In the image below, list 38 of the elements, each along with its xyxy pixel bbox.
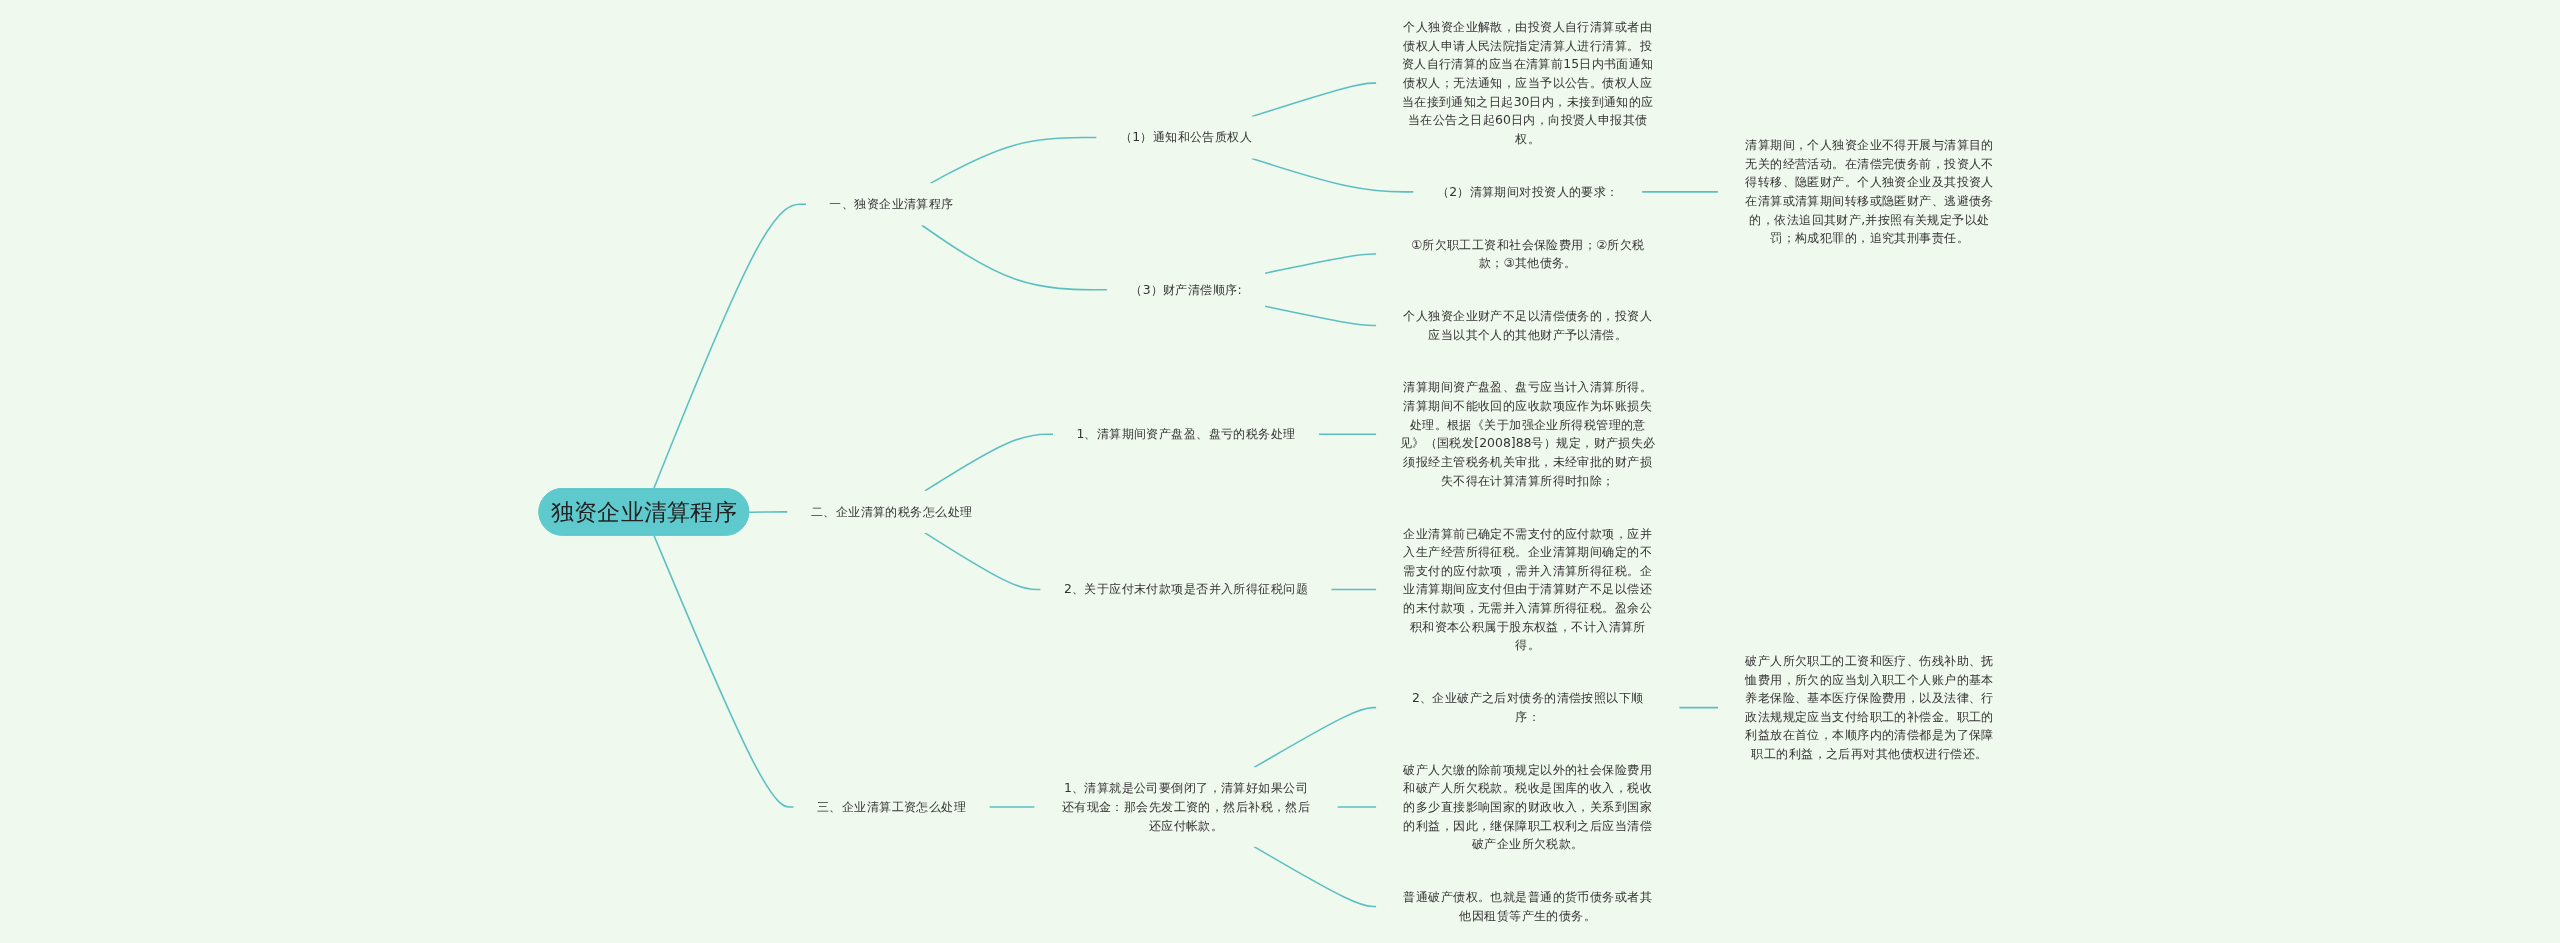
connector bbox=[924, 532, 1042, 591]
connector bbox=[1251, 157, 1415, 193]
connector bbox=[1678, 706, 1719, 709]
connector bbox=[1336, 806, 1378, 808]
node-text: 2、企业破产之后对债务的清偿按照以下顺序： bbox=[1411, 690, 1644, 724]
connector bbox=[1251, 82, 1378, 118]
connector bbox=[1264, 253, 1378, 274]
node-text: 2、关于应付末付款项是否并入所得征税问题 bbox=[1063, 581, 1309, 597]
node-text: 破产人欠缴的除前项规定以外的社会保险费用和破产人所欠税款。税收是国库的收入，税收的多少直接影响国家的财政收入，关系到国家的利益，因此，继保障职工权利之后应当清偿破产企业所欠税款。 bbox=[1403, 762, 1653, 852]
node-text: 企业清算前已确定不需支付的应付款项，应并入生产经营所得征税。企业清算期间确定的不需支付的应付款项，需并入清算所得征税。企业清算期间应支付但由于清算财产不足以偿还的末付款项，无需并入清算所得征税。盈余公积和资本公积属于股东权益，不计入清算所得。 bbox=[1403, 525, 1653, 653]
node-text: 一、独资企业清算程序 bbox=[829, 196, 954, 212]
connector bbox=[924, 433, 1054, 492]
node-text: 三、企业清算工资怎么处理 bbox=[817, 799, 967, 815]
connector bbox=[929, 136, 1098, 185]
connector bbox=[988, 806, 1036, 808]
node-text: ①所欠职工工资和社会保险费用；②所欠税款；③其他债务。 bbox=[1411, 236, 1645, 271]
node-text: 破产人所欠职工的工资和医疗、伤残补助、抚恤费用，所欠的应当划入职工个人账户的基本养老保险、基本医疗保险费用，以及法律、行政法规规定应当支付给职工的补偿金。职工的利益放在首位，本顺序内的清偿都是为了保障职工的利益，之后再对其他债权进行偿还。 bbox=[1745, 653, 1994, 762]
connector bbox=[1253, 845, 1378, 908]
node-text: 清算期间，个人独资企业不得开展与清算目的无关的经营活动。在清偿完债务前，投资人不得转移、隐匿财产。个人独资企业及其投资人在清算或清算期间转移或隐匿财产、逃避债务的，依法追回其财产,并按照有关规定予以处罚；构成犯罪的，追究其刑事责任。 bbox=[1745, 137, 1994, 246]
connector bbox=[1641, 191, 1719, 193]
connector bbox=[748, 511, 789, 514]
connector bbox=[1330, 588, 1378, 591]
connector bbox=[652, 203, 807, 490]
node-text: 个人独资企业财产不足以清偿债务的，投资人应当以其个人的其他财产予以清偿。 bbox=[1403, 308, 1653, 342]
connector bbox=[653, 534, 795, 808]
connector bbox=[921, 224, 1108, 291]
connector bbox=[1264, 305, 1378, 327]
node-text: 1、清算就是公司要倒闭了，清算好如果公司还有现金：那会先发工资的，然后补税，然后还应付帐款。 bbox=[1061, 780, 1311, 833]
node-text: （1）通知和公告质权人 bbox=[1119, 129, 1253, 145]
node-text: 普通破产债权。也就是普通的货币债务或者其他因租赁等产生的债务。 bbox=[1403, 889, 1653, 923]
node-text: 1、清算期间资产盘盈、盘亏的税务处理 bbox=[1076, 426, 1296, 442]
connector bbox=[1253, 706, 1378, 769]
node-text: （2）清算期间对投资人的要求： bbox=[1436, 184, 1619, 199]
node-text: （3）财产清偿顺序: bbox=[1130, 281, 1242, 297]
node-text: 个人独资企业解散，由投资人自行清算或者由债权人申请人民法院指定清算人进行清算。投资人自行清算的应当在清算前15日内书面通知债权人；无法通知，应当予以公告。债权人应当在接到通知之日起30日内，未接到通知的应当在公告之日起60日内，向投贤人申报其债权。 bbox=[1401, 19, 1654, 147]
node-text: 清算期间资产盘盈、盘亏应当计入清算所得。清算期间不能收回的应收款项应作为坏账损失处理。根据《关于加强企业所得税管理的意见》（国税发[2008]88号）规定，财产损失必须报经主管税务机关审批，未经审批的财产损失不得在计算清算所得时扣除； bbox=[1399, 379, 1656, 488]
connector bbox=[1318, 433, 1378, 435]
node-text: 二、企业清算的税务怎么处理 bbox=[810, 504, 973, 519]
